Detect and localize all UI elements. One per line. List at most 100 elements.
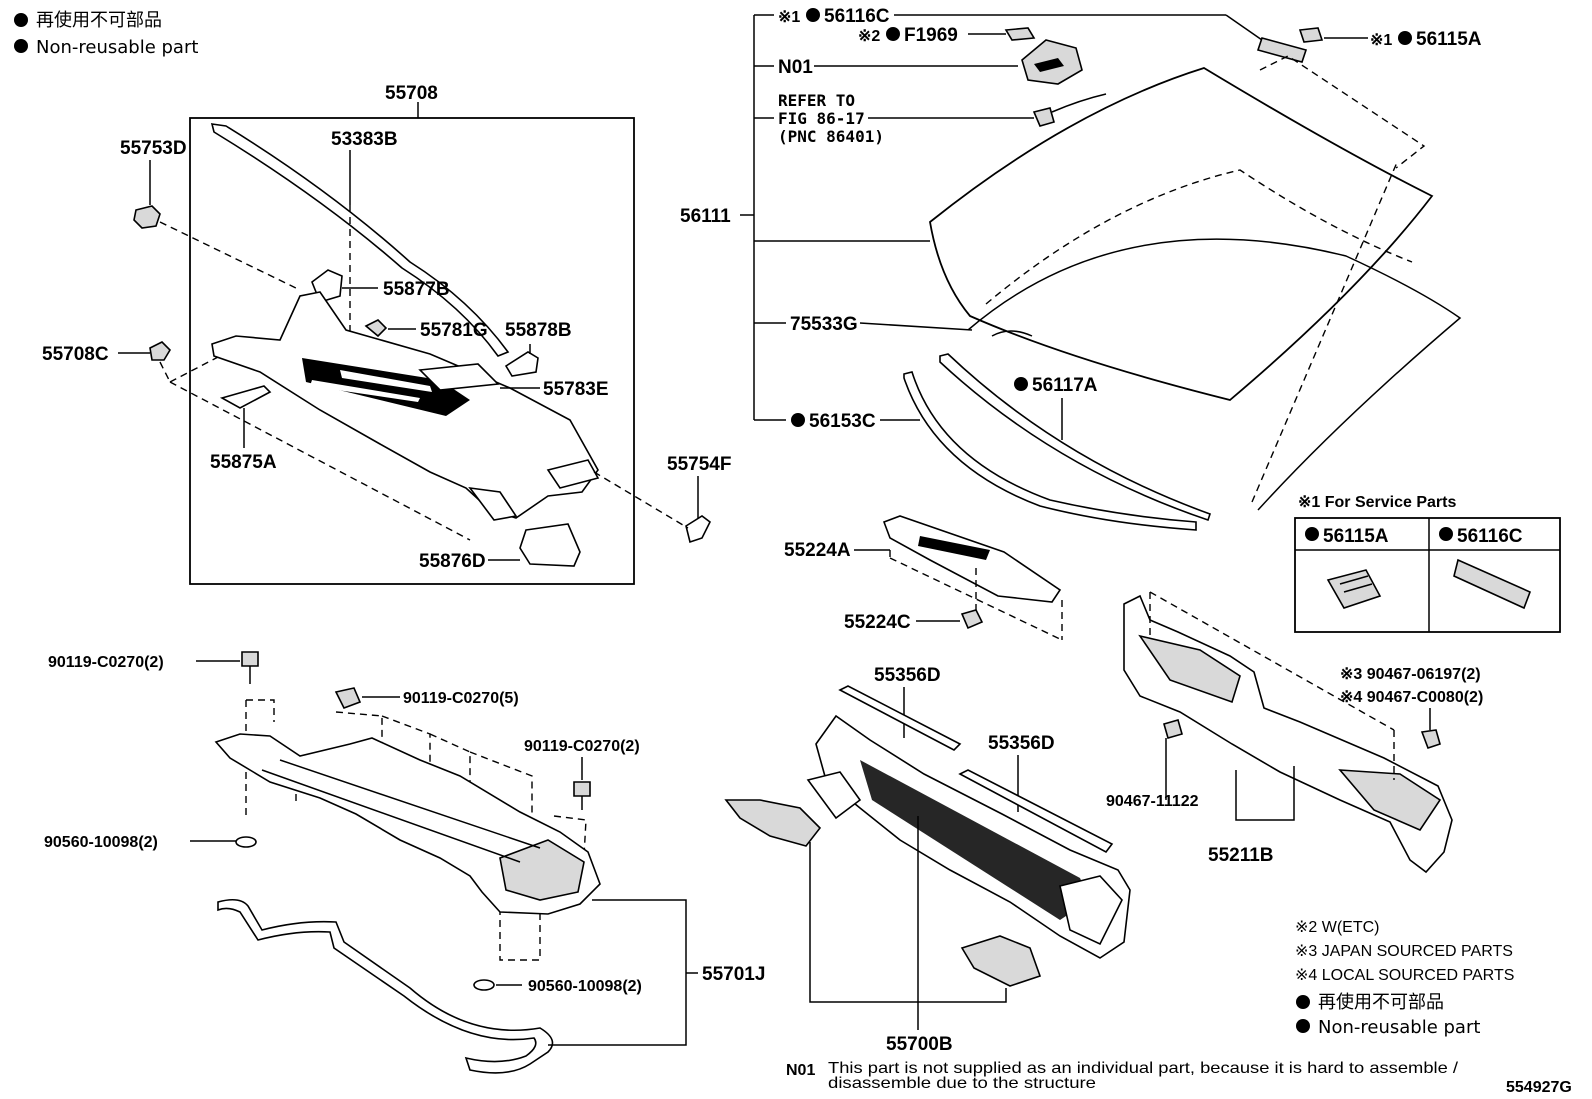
- label-N01: N01: [778, 57, 813, 78]
- refer-line1: REFER TO: [778, 91, 855, 110]
- non-reusable-dot-icon: [1014, 377, 1028, 391]
- part-55878B: [504, 351, 539, 377]
- label-90119-a: 90119-C0270(2): [48, 654, 164, 671]
- label-55224C: 55224C: [844, 612, 911, 633]
- label-90119-c: 90119-C0270(2): [524, 738, 640, 755]
- legend-bottom-jp: 再使用不可部品: [1318, 992, 1444, 1013]
- label-55356D-b: 55356D: [988, 733, 1055, 754]
- refer-line3: (PNC 86401): [778, 127, 884, 146]
- cowl-panel-group: 90119-C0270(2) 90119-C0270(5) 90119-C027…: [44, 651, 765, 1074]
- part-clip-55753D: [133, 205, 161, 229]
- part-clip-55781G: [364, 319, 388, 338]
- legend-top-en: Non-reusable part: [36, 37, 198, 58]
- legend-top-jp: 再使用不可部品: [36, 10, 162, 31]
- part-56116C: [1256, 37, 1308, 63]
- part-dam-56153C: [903, 371, 1197, 531]
- cowl-ventilator-group: 55708 53383B 55753D 55877B 55781G 55878B…: [42, 83, 731, 585]
- label-90560-a: 90560-10098(2): [44, 834, 158, 851]
- label-F1969-note: ※2: [858, 28, 880, 45]
- part-55224A: [882, 515, 1062, 603]
- footnote: N01 This part is not supplied as an indi…: [786, 1060, 1572, 1096]
- label-55753D: 55753D: [120, 138, 187, 159]
- label-55783E: 55783E: [543, 379, 609, 400]
- non-reusable-dot-icon: [14, 13, 28, 27]
- non-reusable-dot-icon: [791, 413, 805, 427]
- clip-icon: [1420, 729, 1441, 750]
- non-reusable-dot-icon: [1398, 31, 1412, 45]
- part-insulator-b: [960, 935, 1042, 987]
- legend-bottom: ※2 W(ETC) ※3 JAPAN SOURCED PARTS ※4 LOCA…: [1295, 919, 1514, 1038]
- part-55876D: [519, 523, 581, 567]
- service-box: [1294, 517, 1561, 633]
- service-part-56116C: [1453, 558, 1532, 610]
- label-55211B: 55211B: [1208, 845, 1274, 866]
- service-col2: 56116C: [1457, 526, 1523, 547]
- legend-top: 再使用不可部品 Non-reusable part: [14, 10, 198, 58]
- part-56115A: [1298, 27, 1324, 43]
- part-rain-sensor: [1032, 107, 1055, 127]
- label-F1969: F1969: [904, 25, 958, 46]
- washer-icon: [235, 836, 257, 848]
- label-55754F: 55754F: [667, 454, 731, 475]
- label-55781G: 55781G: [420, 320, 488, 341]
- service-col1: 56115A: [1323, 526, 1389, 547]
- label-90467-b: ※4 90467-C0080(2): [1340, 689, 1483, 706]
- group-box-55708: [189, 117, 635, 585]
- label-55875A: 55875A: [210, 452, 277, 473]
- label-56117A: 56117A: [1032, 375, 1098, 396]
- part-F1969: [1004, 27, 1036, 41]
- part-55783E: [418, 363, 500, 391]
- windshield-group: ※1 56116C ※2 F1969 N01 REFER TO FIG 86-1…: [680, 6, 1561, 633]
- non-reusable-dot-icon: [806, 8, 820, 22]
- bolt-icon: [573, 781, 591, 797]
- bolt-icon: [241, 651, 259, 667]
- footnote-code: N01: [786, 1062, 815, 1079]
- part-seal-55356D-b: [958, 769, 1114, 854]
- clip-icon: [1163, 719, 1183, 739]
- figure-id: 554927G: [1506, 1079, 1572, 1096]
- label-55878B: 55878B: [505, 320, 572, 341]
- non-reusable-dot-icon: [14, 39, 28, 53]
- part-75533G: [991, 330, 1033, 337]
- label-90467-a: ※3 90467-06197(2): [1340, 666, 1481, 683]
- note-3: ※3 JAPAN SOURCED PARTS: [1295, 943, 1513, 960]
- label-55708C: 55708C: [42, 344, 109, 365]
- label-55877B: 55877B: [383, 279, 450, 300]
- part-seal-53383B: [210, 123, 510, 357]
- label-55876D: 55876D: [419, 551, 486, 572]
- windshield-ceramic-edge: [985, 169, 1413, 305]
- cowl-inner-group: 55356D 55356D 55700B: [724, 665, 1131, 1055]
- label-53383B: 53383B: [331, 129, 398, 150]
- label-55224A: 55224A: [784, 540, 851, 561]
- label-90560-b: 90560-10098(2): [528, 978, 642, 995]
- part-55875A: [219, 385, 272, 409]
- non-reusable-dot-icon: [1439, 527, 1453, 541]
- part-dam-56117A: [939, 353, 1212, 522]
- non-reusable-dot-icon: [1296, 995, 1310, 1009]
- part-drain-hose: [217, 898, 554, 1074]
- part-seal-55356D-a: [838, 685, 962, 751]
- label-56115A-note: ※1: [1370, 32, 1392, 49]
- part-bracket-55754F: [685, 515, 712, 544]
- label-56111: 56111: [680, 206, 731, 227]
- louver-group: 55224A 55224C: [784, 515, 1063, 641]
- label-56153C: 56153C: [809, 411, 876, 432]
- footnote-line2: disassemble due to the structure: [828, 1075, 1096, 1092]
- part-clip-55708C: [149, 341, 172, 361]
- label-56116C-note: ※1: [778, 9, 800, 26]
- part-windshield-glass-56111: [929, 67, 1434, 401]
- label-55700B: 55700B: [886, 1034, 953, 1055]
- cowl-side-group: ※3 90467-06197(2) ※4 90467-C0080(2) 9046…: [1106, 591, 1483, 874]
- label-56115A: 56115A: [1416, 29, 1482, 50]
- bolt-icon: [334, 687, 362, 710]
- label-55708: 55708: [385, 83, 438, 104]
- non-reusable-dot-icon: [886, 27, 900, 41]
- non-reusable-dot-icon: [1296, 1019, 1310, 1033]
- legend-bottom-en: Non-reusable part: [1318, 1017, 1480, 1038]
- refer-line2: FIG 86-17: [778, 109, 865, 128]
- part-insulator-a: [724, 799, 822, 847]
- washer-icon: [473, 979, 495, 991]
- footnote-line1: This part is not supplied as an individu…: [828, 1060, 1459, 1077]
- label-75533G: 75533G: [790, 314, 858, 335]
